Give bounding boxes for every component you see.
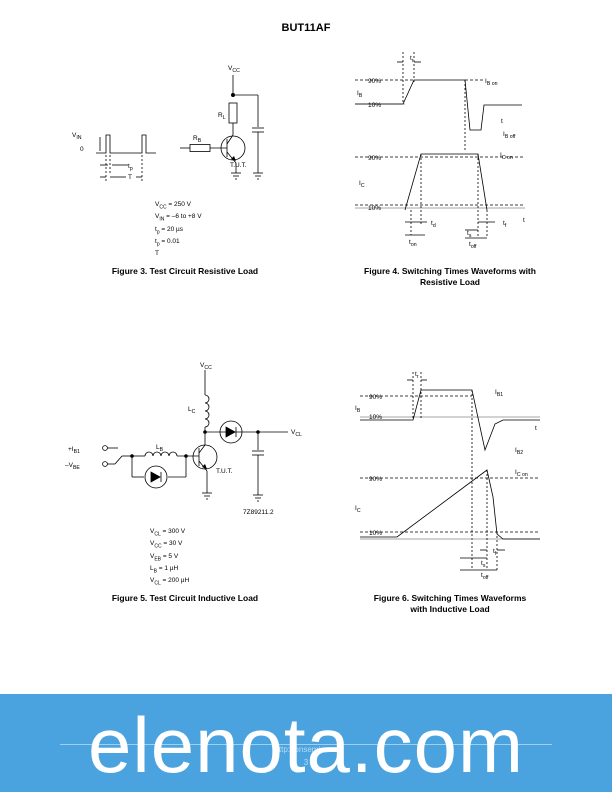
rb-label: RB [193, 135, 202, 144]
lc-label: LC [188, 406, 196, 415]
footer-url[interactable]: http://onsemi.com [274, 745, 338, 754]
drawing-ref: 7Z89211.2 [243, 509, 274, 516]
ib-axis-label: IB [357, 90, 363, 99]
ib2-label: IB2 [515, 447, 523, 456]
p10-label-ic-6: 10% [369, 530, 382, 537]
p10-label-ic: 10% [368, 205, 381, 212]
vin-label: VIN [72, 132, 82, 141]
watermark-banner [0, 694, 612, 792]
condition-line: VCC = 30 V [150, 540, 183, 550]
condition-line: LB = 1 µH [150, 564, 179, 575]
vcl-label: VCL [291, 429, 302, 438]
icon-label-6: IC on [515, 469, 528, 478]
tf-label: tf [503, 220, 507, 229]
page-number: 3 [303, 758, 309, 767]
figure-6-inductive-waveforms: tr IB1 90% 10% IB t IB2 IC on 90% 10% IC… [355, 371, 540, 581]
toff-label: toff [469, 241, 477, 250]
ibon-label: IB on [485, 78, 498, 87]
p10-label-ib: 10% [368, 102, 381, 109]
figure-3-caption: Figure 3. Test Circuit Resistive Load [111, 266, 259, 276]
figure-5-inductive-load-circuit: VCC LC VCL +IB1 –VBE LB T.U.T. 7Z89211.2 [65, 362, 302, 516]
condition-line: VCC = 250 V [155, 201, 191, 211]
figure-4-resistive-waveforms: tr 90% 10% IB IB on t IB off 90% 10% IC … [355, 52, 525, 250]
icon-label: IC on [500, 152, 513, 161]
condition-line: VIN = –6 to +8 V [155, 213, 202, 223]
condition-line: VCL = 300 V [150, 528, 186, 538]
t-axis-label-ic: t [523, 217, 525, 224]
ts-label: ts [467, 230, 472, 239]
figure-3-resistive-load-circuit: VCC RL RB T.U.T. VIN 0 tp T [72, 65, 264, 183]
ic-axis-label: IC [359, 180, 365, 189]
rl-label: RL [218, 112, 226, 121]
condition-line: tp = 0.01 [155, 237, 180, 248]
figure-5-caption: Figure 5. Test Circuit Inductive Load [111, 593, 259, 603]
ib-axis-label-6: IB [355, 405, 361, 414]
p90-label-ib-6: 90% [369, 394, 382, 401]
vcc-label: VCC [228, 65, 240, 74]
lb-label: LB [156, 444, 164, 453]
tp-label: tp [128, 163, 133, 172]
watermark-text: elenota.com [88, 701, 524, 789]
figure-5-conditions: VCL = 300 V VCC = 30 V VEB = 5 V LB = 1 µH V… [150, 527, 189, 588]
p90-label-ic: 90% [368, 155, 381, 162]
t-axis-label-6: t [535, 425, 537, 432]
tf-label-6: tf [493, 548, 497, 557]
toff-label-6: toff [481, 572, 489, 581]
page-title: BUT11AF [281, 22, 331, 34]
p10-label-ib-6: 10% [369, 414, 382, 421]
condition-line: VEB = 5 V [150, 552, 179, 562]
vbe-input-label: –VBE [65, 462, 80, 471]
tut-label: T.U.T. [230, 162, 247, 169]
period-label: T [128, 174, 132, 181]
ton-label: ton [409, 239, 417, 248]
condition-line: tp = 20 µs [155, 225, 184, 235]
ib1-input-label: +IB1 [68, 446, 80, 455]
tr-label-6: tr [415, 371, 419, 380]
t-axis-label-ib: t [501, 118, 503, 125]
ts-label-6: ts [481, 560, 486, 569]
tr-label: tr [410, 55, 414, 64]
td-label: td [431, 220, 436, 229]
ib1-label: IB1 [495, 389, 503, 398]
zero-label: 0 [80, 146, 84, 153]
vcc-label-5: VCC [200, 362, 212, 371]
figure-3-conditions: VCC = 250 V VIN = –6 to +8 V tp = 20 µs tp … [155, 200, 202, 261]
condition-line: T [155, 250, 159, 258]
ic-axis-label-6: IC [355, 505, 361, 514]
tut-label-5: T.U.T. [216, 468, 233, 475]
p90-label-ic-6: 90% [369, 476, 382, 483]
footer-rule [60, 744, 552, 745]
p90-label-ib: 90% [368, 78, 381, 85]
condition-line: VCL = 200 µH [150, 577, 190, 587]
figure-4-caption: Figure 4. Switching Times Waveforms with… [364, 266, 536, 287]
iboff-label: IB off [503, 131, 516, 140]
